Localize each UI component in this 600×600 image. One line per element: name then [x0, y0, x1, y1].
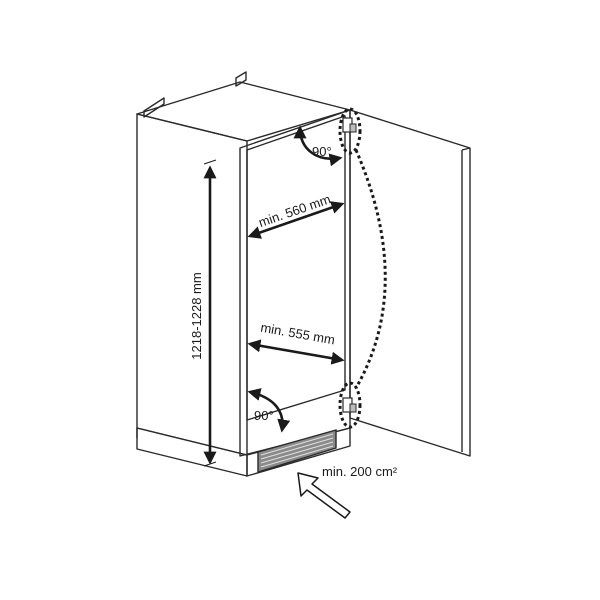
airflow-arrow: [297, 472, 351, 519]
top-tabs: [143, 71, 247, 118]
hinge-highlight: [338, 107, 387, 429]
angle-bottom-label: 90°: [254, 408, 274, 423]
height-dimension: [203, 159, 217, 467]
cabinet-front-frame: [239, 109, 351, 457]
ventilation-grille: [257, 429, 337, 473]
angle-bottom-arc: [247, 388, 291, 433]
hinge-top: [342, 117, 357, 133]
width-top-dimension: [247, 201, 345, 239]
hinge-bottom: [342, 397, 357, 413]
vent-slats: [260, 433, 334, 468]
width-bottom-dimension: [247, 339, 345, 365]
vent-area-label: min. 200 cm²: [322, 464, 398, 479]
height-label: 1218-1228 mm: [189, 272, 204, 359]
angle-top-arc: [293, 125, 343, 167]
angle-top-label: 90°: [312, 144, 332, 159]
open-door: [349, 109, 471, 457]
cabinet-opening: [246, 115, 346, 421]
cabinet-top: [136, 81, 351, 142]
width-bottom-label: min. 555 mm: [259, 320, 336, 348]
cabinet-base: [136, 427, 248, 477]
